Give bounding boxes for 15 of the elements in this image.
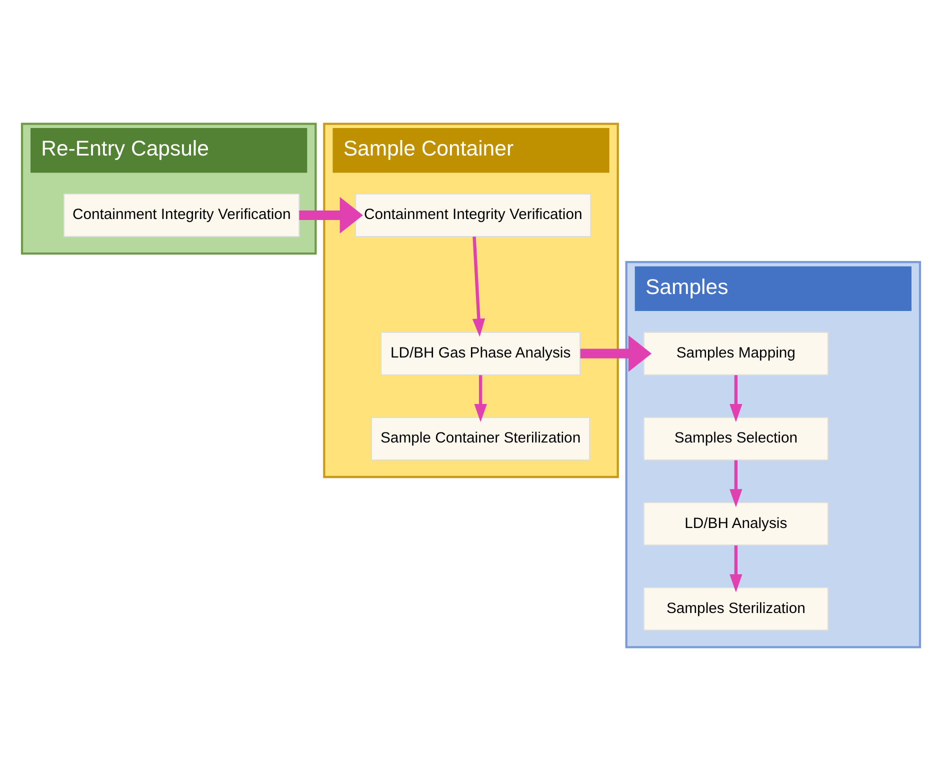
node-box: Containment Integrity Verification [63,193,300,238]
arrow [729,375,742,422]
arrow [298,197,362,234]
arrow [729,545,742,592]
arrow [729,460,742,508]
arrow [580,335,652,372]
node-box: Samples Sterilization [642,587,828,631]
node-box: LD/BH Gas Phase Analysis [380,332,580,376]
arrow [472,236,485,337]
arrow [474,375,486,422]
node-box: Sample Container Sterilization [370,416,590,460]
node-box: Containment Integrity Verification [354,193,591,238]
node-box: LD/BH Analysis [642,502,828,546]
node-box: Samples Mapping [642,332,828,376]
node-box: Samples Selection [642,416,828,460]
